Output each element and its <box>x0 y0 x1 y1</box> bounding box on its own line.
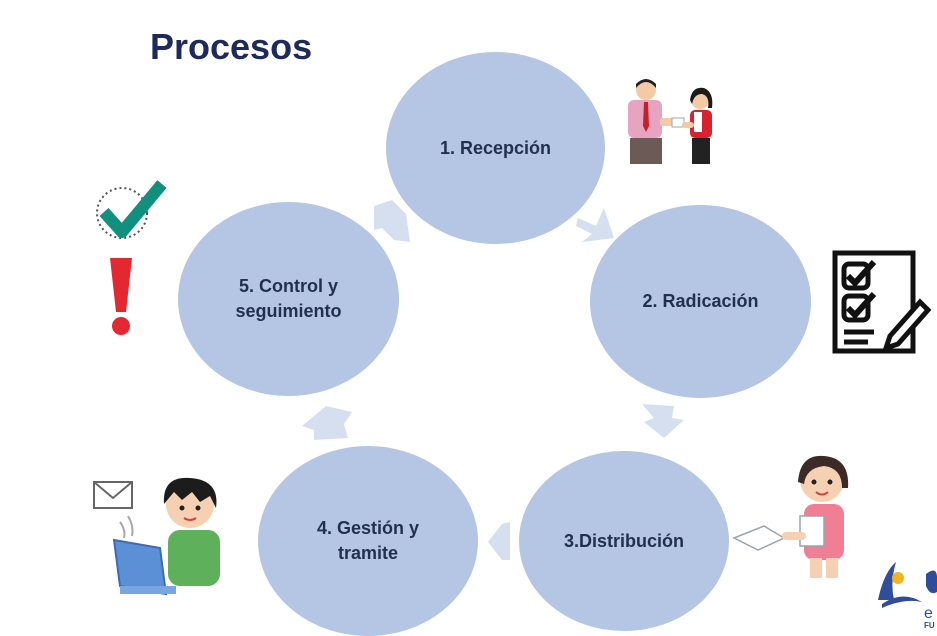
step-label: 3.Distribución <box>563 530 684 551</box>
checklist-form-icon <box>832 250 932 354</box>
step-gestion-tramite: 4. Gestión y tramite <box>258 446 478 636</box>
logo-icon: e FU <box>878 562 937 630</box>
step-control-seguimiento: 5. Control y seguimiento <box>178 202 399 396</box>
step-distribucion: 3.Distribución <box>519 451 729 631</box>
checkmark-exclamation-icon <box>96 180 167 335</box>
arrow-4-to-5-icon <box>302 406 352 440</box>
step-label: 1. Recepción <box>439 137 552 158</box>
handshake-people-icon <box>628 79 713 164</box>
step-radicacion: 2. Radicación <box>590 205 811 398</box>
arrow-5-to-1-icon <box>374 200 410 242</box>
boy-laptop-email-icon <box>93 477 220 596</box>
step-recepcion: 1. Recepción <box>386 52 605 244</box>
step-label: 4. Gestión y tramite <box>316 518 420 563</box>
svg-text:FU: FU <box>924 621 935 630</box>
step-label: 2. Radicación <box>642 291 759 311</box>
girl-with-papers-icon <box>732 455 849 578</box>
slide-title: Procesos <box>150 26 313 67</box>
arrow-3-to-4-icon <box>488 522 510 560</box>
step-label: 5. Control y seguimiento <box>235 276 342 321</box>
arrow-1-to-2-icon <box>576 208 614 242</box>
arrow-2-to-3-icon <box>642 404 684 438</box>
svg-text:e: e <box>924 605 933 622</box>
